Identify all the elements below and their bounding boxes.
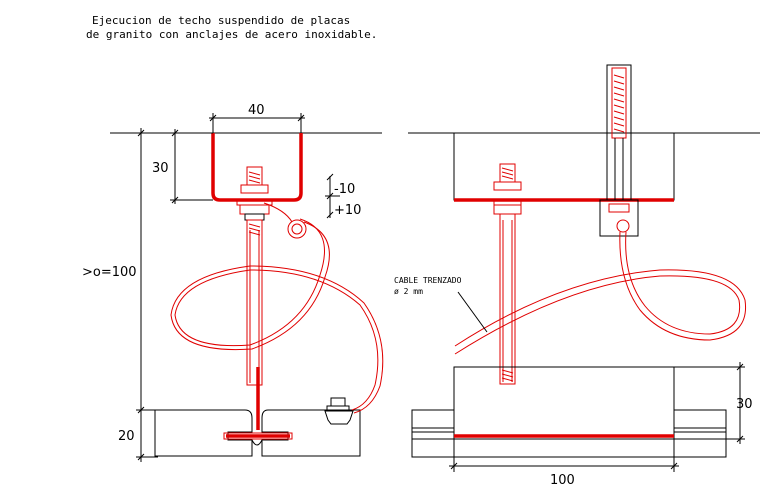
- cable-label-line1: CABLE TRENZADO: [394, 276, 462, 285]
- right-view: CABLE TRENZADO ø 2 mm 30: [394, 64, 760, 488]
- dim-100-label: 100: [550, 473, 575, 488]
- title-line-2: de granito con anclajes de acero inoxida…: [86, 28, 377, 41]
- dim-30-right-label: 30: [736, 397, 753, 412]
- left-view: 40 30 >o=100 20: [82, 103, 384, 462]
- right-granite-block: [411, 366, 727, 458]
- dim-40-label: 40: [248, 103, 265, 118]
- dim-total-left: >o=100 20: [82, 128, 158, 462]
- dim-30-left-label: 30: [152, 161, 169, 176]
- left-granite-plates: [154, 409, 361, 457]
- left-threaded-rod: [236, 166, 273, 386]
- cable-label-line2: ø 2 mm: [394, 287, 423, 296]
- left-t-anchor: [223, 432, 293, 440]
- dim-40: 40: [209, 103, 305, 133]
- dim-20-label: 20: [118, 429, 135, 444]
- right-channel: [453, 132, 675, 201]
- dim-plus-label: +10: [334, 203, 361, 218]
- right-threaded-rod: [493, 163, 522, 385]
- left-clamp: [324, 397, 354, 425]
- right-ceiling-anchor: [599, 64, 639, 237]
- title-line-1: Ejecucion de techo suspendido de placas: [92, 14, 350, 27]
- cable-leader-line: [457, 291, 488, 333]
- left-safety-cable: [170, 202, 384, 414]
- right-braided-cable: [454, 231, 747, 355]
- dim-30-left: 30: [152, 129, 213, 204]
- dim-30-right: 30: [674, 362, 753, 444]
- dim-adjust: -10 +10: [325, 173, 361, 219]
- dim-100: 100: [449, 439, 679, 488]
- dim-minus-label: -10: [334, 182, 355, 197]
- dim-total-label: >o=100: [82, 265, 137, 280]
